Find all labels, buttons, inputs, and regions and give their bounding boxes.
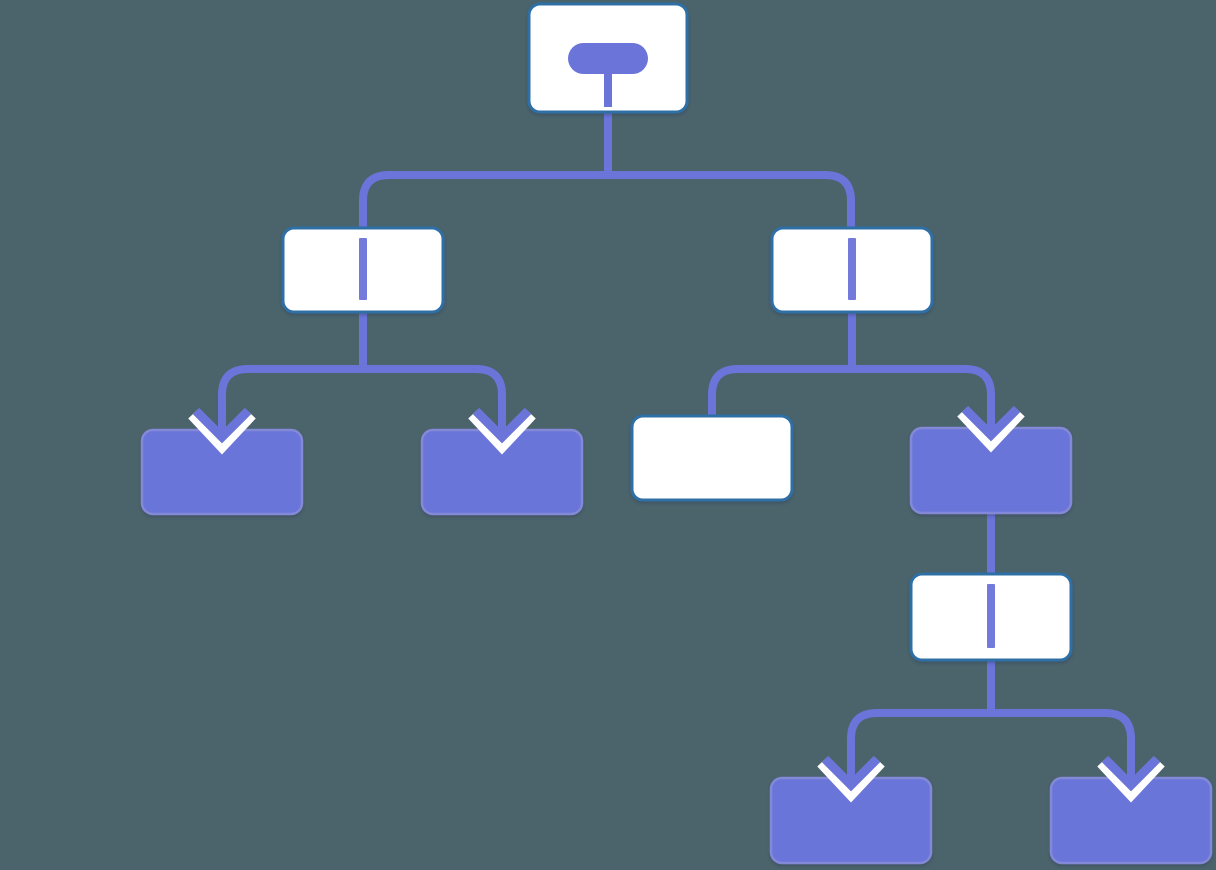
drop-arrow-leaf-sub-2-icon — [1097, 742, 1165, 803]
divider-line — [848, 238, 856, 300]
divider-line — [987, 584, 995, 648]
divider-line — [359, 238, 367, 300]
chevron-outline-icon — [468, 409, 536, 455]
node-box-child-right-empty[interactable] — [630, 414, 794, 502]
root-pill-stem — [604, 74, 612, 107]
node-branch-right[interactable] — [770, 226, 934, 314]
chevron-head-icon — [472, 407, 532, 444]
chevron-outline-icon — [188, 409, 256, 455]
connector-edges — [218, 112, 1135, 774]
node-branch-right-sub[interactable] — [909, 572, 1073, 662]
node-branch-left[interactable] — [281, 226, 445, 314]
drop-arrow-child-right-icon — [957, 392, 1025, 453]
node-child-right-empty[interactable] — [630, 414, 794, 502]
root-pill-icon — [568, 43, 648, 74]
edge-root-rail — [359, 171, 855, 230]
node-cards — [140, 2, 1213, 865]
node-root[interactable] — [527, 2, 689, 114]
chevron-outline-icon — [1097, 757, 1165, 803]
edge-sub-rail — [847, 709, 1135, 774]
chevron-head-icon — [192, 407, 252, 444]
chevron-head-icon — [961, 405, 1021, 442]
edge-right-rail — [708, 365, 995, 424]
chevron-head-icon — [1101, 755, 1161, 792]
chevron-head-icon — [821, 755, 881, 792]
drop-arrows — [188, 392, 1165, 803]
chevron-outline-icon — [957, 407, 1025, 453]
drop-arrow-leaf-sub-1-icon — [817, 742, 885, 803]
chevron-outline-icon — [817, 757, 885, 803]
drop-arrow-leaf-left-2-icon — [468, 394, 536, 455]
drop-arrow-leaf-left-1-icon — [188, 394, 256, 455]
edge-left-rail — [218, 365, 506, 426]
